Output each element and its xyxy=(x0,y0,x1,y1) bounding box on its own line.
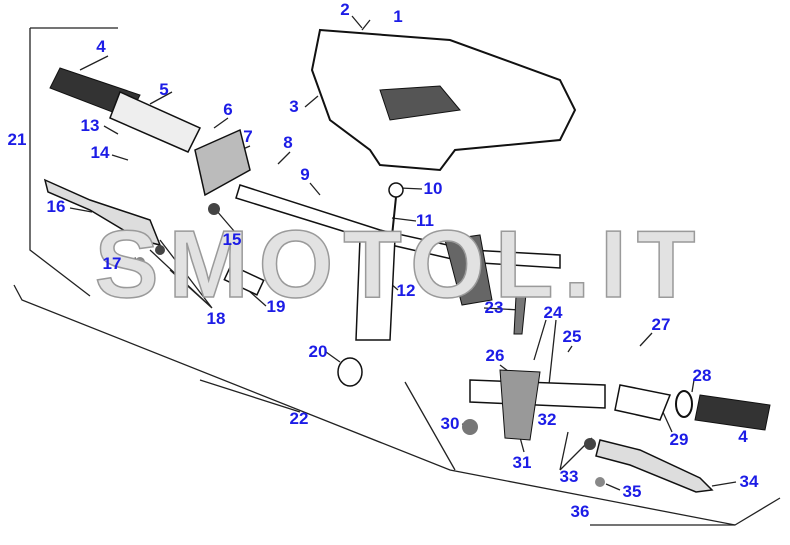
ring-part-28 xyxy=(675,390,693,418)
callout-20: 20 xyxy=(308,342,328,361)
callout-28: 28 xyxy=(692,366,712,385)
callout-24: 24 xyxy=(543,303,563,322)
callout-31: 31 xyxy=(512,453,532,472)
callout-14: 14 xyxy=(90,143,110,162)
callout-10: 10 xyxy=(423,179,443,198)
callout-36: 36 xyxy=(570,502,590,521)
callout-23: 23 xyxy=(484,298,504,317)
callout-5: 5 xyxy=(159,80,169,99)
adjuster-part-19 xyxy=(223,264,265,296)
callout-34: 34 xyxy=(739,472,759,491)
watermark: SMOTOL.IT xyxy=(94,210,706,319)
callout-9: 9 xyxy=(300,165,310,184)
callout-6: 6 xyxy=(223,100,233,119)
callout-18: 18 xyxy=(206,309,226,328)
throttle-sleeve-part xyxy=(109,90,202,153)
callout-30: 30 xyxy=(440,414,460,433)
clamp-part xyxy=(194,128,251,197)
callout-7: 7 xyxy=(243,127,253,146)
callout-32: 32 xyxy=(537,410,557,429)
handlebar-part xyxy=(235,184,561,269)
callout-16: 16 xyxy=(46,197,66,216)
callout-11: 11 xyxy=(416,211,434,230)
callout-26: 26 xyxy=(485,346,505,365)
right-grip-part xyxy=(694,394,771,431)
callout-4: 4 xyxy=(96,37,106,56)
left-lever-part xyxy=(43,178,162,247)
right-grip-rubber xyxy=(444,234,493,306)
bracket-part-26 xyxy=(499,369,541,441)
callout-15: 15 xyxy=(222,230,242,249)
callout-8: 8 xyxy=(283,133,293,152)
callout-19: 19 xyxy=(266,297,286,316)
callout-27: 27 xyxy=(651,315,671,334)
callout-33: 33 xyxy=(559,467,579,486)
callout-13: 13 xyxy=(80,116,100,135)
callout-17: 17 xyxy=(102,254,122,273)
right-lever-part xyxy=(595,439,714,493)
callout-22: 22 xyxy=(289,409,309,428)
callout-2: 2 xyxy=(340,0,350,19)
callout-21: 21 xyxy=(7,130,27,149)
bracket-22 xyxy=(13,284,781,526)
end-cap-part-20 xyxy=(337,357,363,387)
callout-4-right: 4 xyxy=(738,427,748,446)
bracket-36 xyxy=(404,381,735,526)
callout-12: 12 xyxy=(396,281,416,300)
bracket-21 xyxy=(29,27,118,297)
callout-25: 25 xyxy=(562,327,582,346)
plate-part-23 xyxy=(513,293,527,335)
callout-1: 1 xyxy=(393,7,403,26)
callout-35: 35 xyxy=(622,482,642,501)
callout-3: 3 xyxy=(289,97,299,116)
throttle-housing-29 xyxy=(614,384,672,421)
callout-29: 29 xyxy=(669,430,689,449)
